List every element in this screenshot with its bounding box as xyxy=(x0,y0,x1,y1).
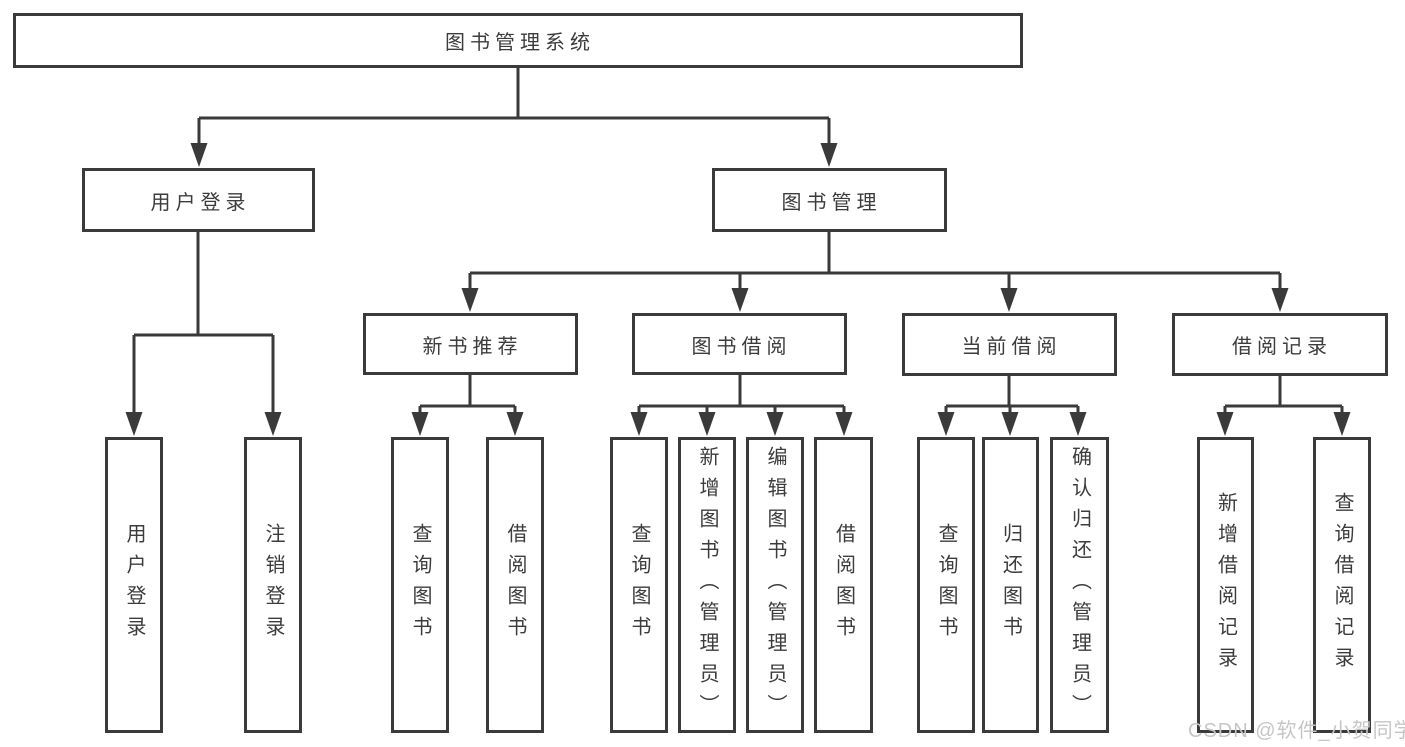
node-current-borrow: 当前借阅 xyxy=(902,313,1117,376)
node-root: 图书管理系统 xyxy=(13,13,1023,68)
leaf-add-book-admin-label: 新增图书（管理员） xyxy=(696,445,718,725)
leaf-borrow-query-books: 查询图书 xyxy=(610,437,668,733)
leaf-user-login-label: 用户登录 xyxy=(123,523,145,647)
leaf-edit-book-admin-label: 编辑图书（管理员） xyxy=(764,445,786,725)
leaf-recommend-borrow-books-label: 借阅图书 xyxy=(504,523,526,647)
leaf-confirm-return-admin: 确认归还（管理员） xyxy=(1050,437,1109,733)
leaf-recommend-query-books: 查询图书 xyxy=(391,437,449,733)
node-root-label: 图书管理系统 xyxy=(445,32,595,54)
leaf-edit-book-admin: 编辑图书（管理员） xyxy=(746,437,804,733)
node-new-book-recommend-label: 新书推荐 xyxy=(422,335,523,358)
leaf-recommend-borrow-books: 借阅图书 xyxy=(486,437,544,733)
leaf-user-login: 用户登录 xyxy=(105,437,163,733)
leaf-query-borrow-record: 查询借阅记录 xyxy=(1313,437,1371,733)
arrowheads xyxy=(125,143,1351,436)
node-book-management: 图书管理 xyxy=(712,168,947,232)
node-book-borrow-label: 图书借阅 xyxy=(691,335,792,358)
node-current-borrow-label: 当前借阅 xyxy=(961,336,1062,358)
leaf-return-book: 归还图书 xyxy=(982,437,1039,733)
leaf-add-book-admin: 新增图书（管理员） xyxy=(678,437,736,733)
leaf-borrow-books: 借阅图书 xyxy=(814,437,873,733)
node-user-login-branch: 用户登录 xyxy=(82,168,315,232)
leaf-current-query-books: 查询图书 xyxy=(917,437,975,733)
node-book-management-label: 图书管理 xyxy=(781,191,882,214)
leaf-logout: 注销登录 xyxy=(244,437,302,733)
node-new-book-recommend: 新书推荐 xyxy=(363,313,578,375)
watermark: CSDN @软件_小贺同学 xyxy=(1188,720,1405,742)
node-borrow-records: 借阅记录 xyxy=(1172,313,1388,376)
leaf-current-query-books-label: 查询图书 xyxy=(935,523,957,647)
node-user-login-branch-label: 用户登录 xyxy=(150,191,251,214)
leaf-add-borrow-record: 新增借阅记录 xyxy=(1197,437,1254,733)
leaf-borrow-books-label: 借阅图书 xyxy=(832,523,855,647)
leaf-confirm-return-admin-label: 确认归还（管理员） xyxy=(1068,445,1091,725)
leaf-query-borrow-record-label: 查询借阅记录 xyxy=(1331,492,1353,678)
node-book-borrow: 图书借阅 xyxy=(632,313,847,375)
leaf-recommend-query-books-label: 查询图书 xyxy=(409,523,431,647)
leaf-return-book-label: 归还图书 xyxy=(999,523,1022,647)
leaf-logout-label: 注销登录 xyxy=(262,523,284,647)
leaf-borrow-query-books-label: 查询图书 xyxy=(628,523,650,647)
leaf-add-borrow-record-label: 新增借阅记录 xyxy=(1214,492,1237,678)
node-borrow-records-label: 借阅记录 xyxy=(1232,336,1332,358)
